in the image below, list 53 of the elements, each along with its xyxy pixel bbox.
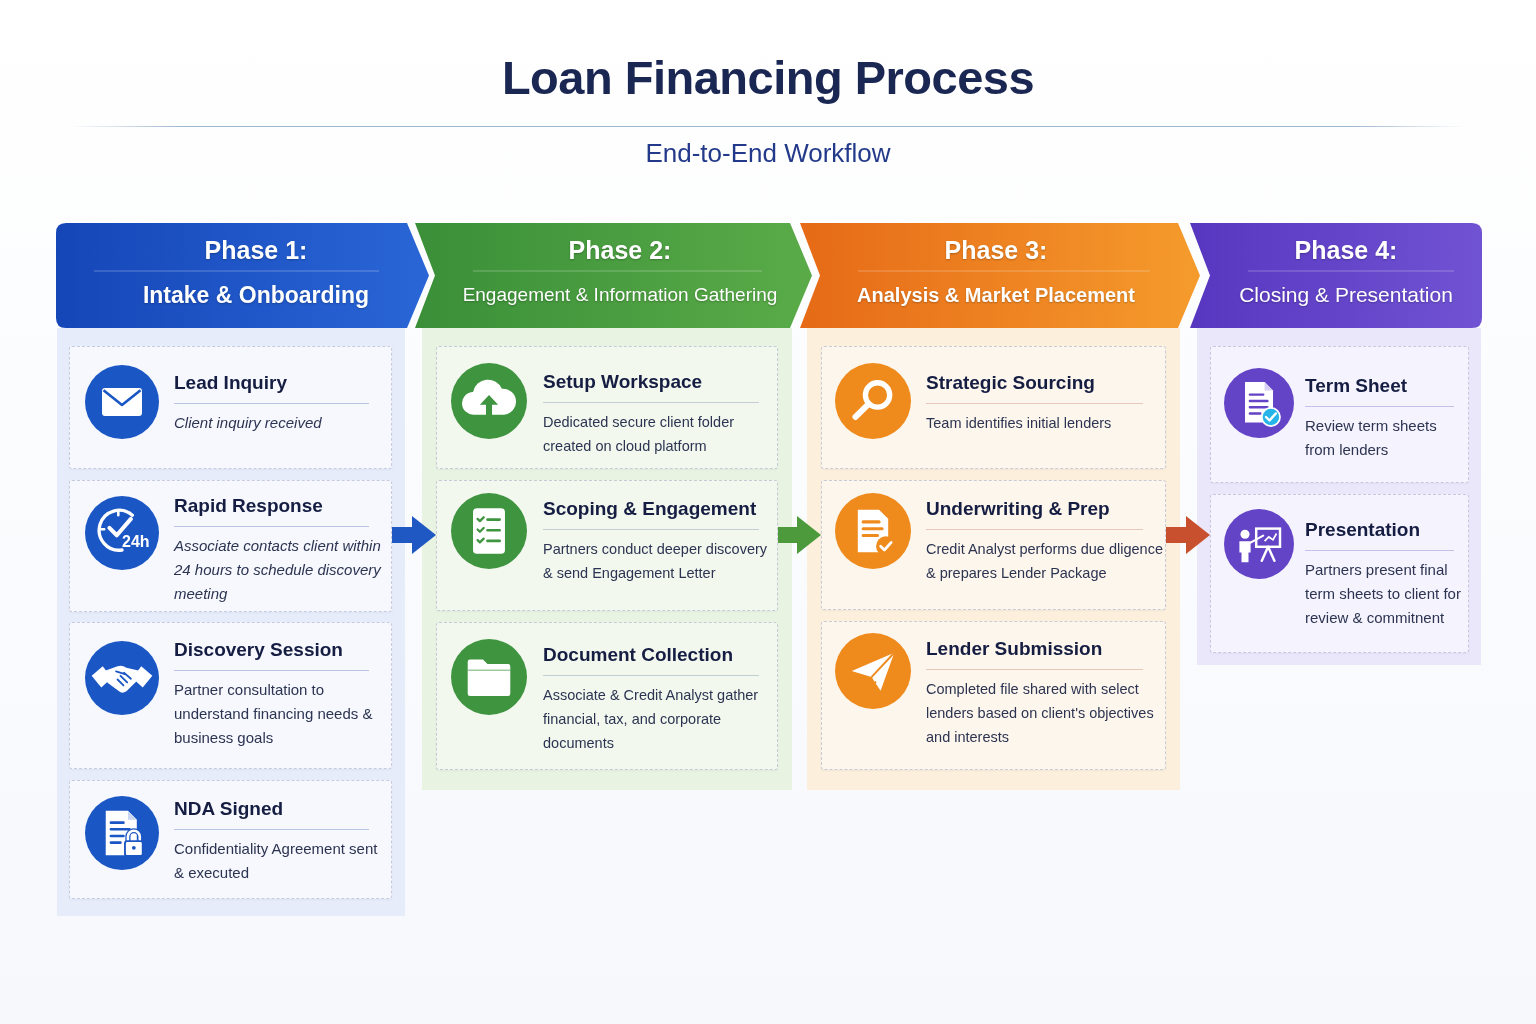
- step-card: [436, 346, 778, 469]
- step-card: [821, 346, 1166, 469]
- step-title: Underwriting & Prep: [926, 497, 1110, 521]
- arrow: [392, 516, 436, 554]
- step-title: NDA Signed: [174, 797, 284, 821]
- step-title: Lender Submission: [926, 637, 1103, 661]
- step-title: Document Collection: [543, 643, 733, 667]
- step-description: Partners conduct deeper discovery & send Engagement Letter: [543, 540, 769, 583]
- step-description: Credit Analyst performs due dligence & prepares Lender Package: [926, 540, 1164, 583]
- phase-title: Phase 2:: [568, 235, 672, 265]
- step-title: Term Sheet: [1305, 374, 1408, 398]
- arrow: [1166, 516, 1210, 554]
- phase-title: Phase 4:: [1294, 235, 1398, 265]
- phase-title: Phase 3:: [944, 235, 1048, 265]
- step-description: Partner consultation to understand financing needs & business goals: [174, 680, 374, 748]
- step-description: Client inquiry received: [174, 413, 323, 433]
- step-description: Dedicated secure client folder created on cloud platform: [543, 413, 736, 456]
- phase-name: Engagement & Information Gathering: [462, 283, 778, 307]
- phase-name: Closing & Presentation: [1239, 282, 1453, 308]
- phase-name: Analysis & Market Placement: [857, 283, 1135, 308]
- step-title: Setup Workspace: [543, 370, 703, 394]
- step-description: Confidentiality Agreement sent & executed: [174, 839, 379, 883]
- phase-column: [56, 223, 429, 916]
- arrow: [778, 516, 821, 554]
- step-card: [436, 480, 778, 611]
- step-card: [1210, 346, 1469, 483]
- step-title: Presentation: [1305, 518, 1421, 542]
- step-title: Discovery Session: [174, 638, 343, 662]
- step-description: Associate contacts client within 24 hours to schedule discovery meeting: [174, 536, 383, 604]
- icon-text: 24h: [122, 533, 150, 551]
- step-card: [69, 780, 392, 899]
- step-title: Scoping & Engagement: [543, 497, 757, 521]
- step-card: [821, 480, 1166, 610]
- step-title: Rapid Response: [174, 494, 323, 518]
- step-description: Review term sheets from lenders: [1305, 416, 1438, 460]
- step-title: Strategic Sourcing: [926, 371, 1095, 395]
- step-description: Completed file shared with select lenders based on client's objectives and interests: [926, 680, 1155, 747]
- step-card: [69, 480, 392, 612]
- step-title: Lead Inquiry: [174, 371, 287, 395]
- step-card: [1210, 494, 1469, 653]
- step-card: [821, 621, 1166, 770]
- step-description: Team identifies initial lenders: [926, 414, 1113, 433]
- step-card: [436, 622, 778, 770]
- phase-name: Intake & Onboarding: [142, 281, 370, 309]
- phase-column: [1190, 223, 1482, 665]
- diagram-title: Loan Financing Process: [501, 50, 1035, 106]
- step-description: Associate & Credit Analyst gather financial, tax, and corporate documents: [543, 686, 760, 753]
- step-card: [69, 346, 392, 469]
- step-card: [69, 622, 392, 769]
- step-description: Partners present final term sheets to client for review & commitnent: [1305, 560, 1462, 628]
- phase-column: [800, 223, 1200, 790]
- phase-title: Phase 1:: [204, 235, 308, 265]
- subtitle: End-to-End Workflow: [645, 138, 891, 168]
